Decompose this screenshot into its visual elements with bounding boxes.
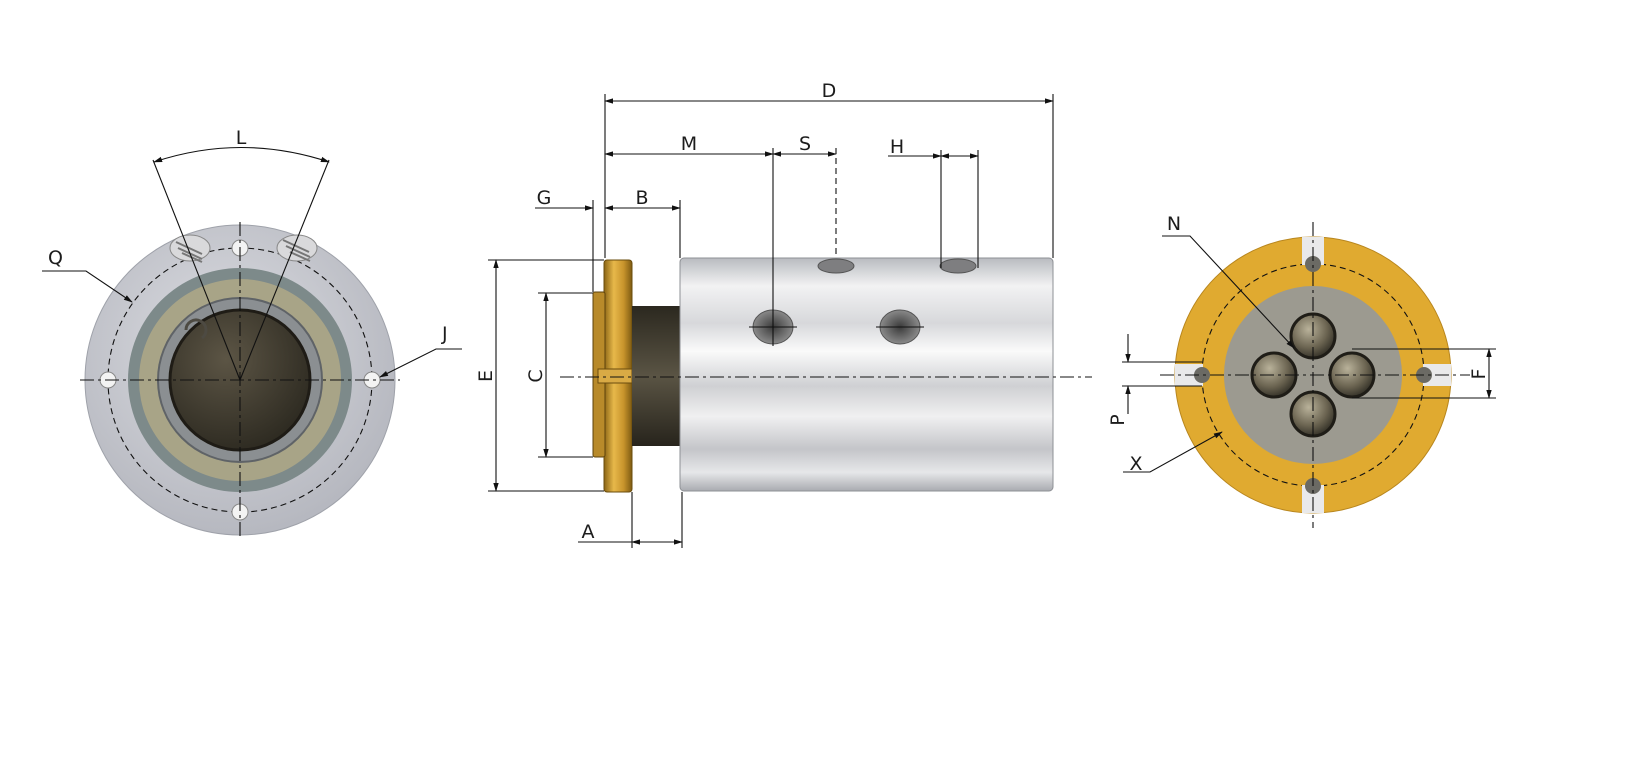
rear-view: N X P F [1107, 213, 1496, 528]
label-P: P [1107, 414, 1129, 425]
label-M: M [681, 133, 697, 155]
front-view: L Q J [42, 127, 462, 540]
label-D: D [822, 80, 837, 102]
label-J: J [441, 323, 448, 345]
threaded-port-right [276, 234, 318, 262]
leader-N [1162, 235, 1295, 349]
flange-key [597, 368, 633, 384]
label-F: F [1468, 369, 1490, 380]
angle-line-left [152, 159, 241, 381]
retaining-ring [184, 318, 208, 340]
label-L: L [236, 127, 247, 149]
top-port-2 [939, 258, 977, 274]
label-N: N [1167, 213, 1181, 235]
label-S: S [799, 133, 811, 155]
side-view: D M S H G B E C [475, 80, 1092, 548]
silver-body [679, 257, 1054, 492]
top-port-1 [817, 258, 855, 274]
rear-bolt-top [1305, 256, 1321, 272]
label-X: X [1129, 453, 1142, 475]
shaft-neck [632, 306, 682, 446]
label-C: C [525, 369, 547, 382]
label-A: A [582, 521, 595, 543]
angle-line-right [239, 159, 330, 381]
rear-bolt-left [1194, 367, 1210, 383]
angle-arc-L [153, 146, 330, 163]
threaded-port-left [169, 234, 211, 263]
label-H: H [890, 136, 904, 158]
leader-X [1123, 431, 1223, 473]
side-port-2 [876, 309, 924, 345]
leader-Q [42, 270, 133, 303]
label-B: B [635, 187, 648, 209]
label-E: E [475, 370, 497, 382]
leader-J [379, 348, 462, 378]
label-G: G [537, 187, 552, 209]
label-Q: Q [48, 247, 63, 269]
